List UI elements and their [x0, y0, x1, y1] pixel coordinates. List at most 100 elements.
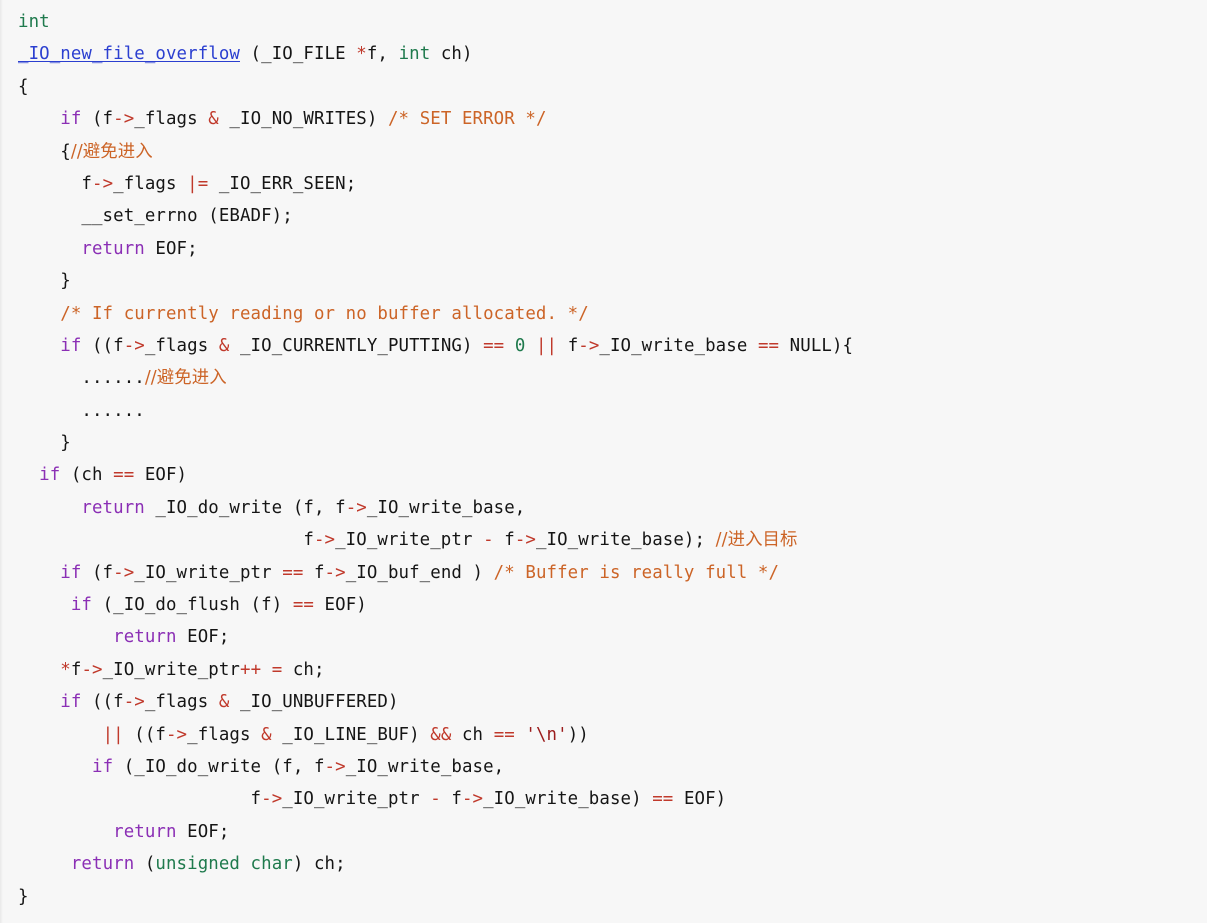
code-token: EOF; — [176, 821, 230, 842]
code-token: -> — [578, 335, 600, 356]
code-token: ( — [134, 854, 156, 875]
code-token: -> — [81, 659, 103, 680]
code-line: return EOF; — [0, 233, 1207, 265]
code-token: EOF; — [144, 238, 198, 259]
code-token: -> — [461, 789, 484, 810]
code-token: //避免进入 — [144, 368, 227, 389]
code-token: -> — [324, 562, 346, 583]
code-token: = — [271, 659, 283, 680]
code-token: int — [398, 44, 431, 65]
code-line: if (f->_flags & _IO_NO_WRITES) /* SET ER… — [0, 103, 1207, 135]
code-token — [18, 563, 60, 583]
code-token: == — [493, 724, 515, 745]
code-token: ++ — [240, 659, 262, 680]
code-token: return — [113, 821, 177, 842]
code-token: & — [261, 724, 272, 745]
code-token: return — [81, 497, 145, 518]
code-token: f — [18, 530, 314, 551]
code-token: f — [557, 335, 579, 356]
code-token: /* SET ERROR */ — [387, 109, 547, 130]
code-token: //避免进入 — [70, 141, 153, 162]
code-token: -> — [123, 335, 145, 356]
code-token — [18, 725, 103, 745]
code-token: -> — [92, 173, 114, 194]
code-token: } — [18, 271, 71, 292]
code-token: } — [18, 433, 71, 454]
code-token: { — [18, 76, 29, 97]
code-token: ((f — [123, 724, 166, 745]
code-token: f — [18, 173, 92, 194]
code-line: /* If currently reading or no buffer all… — [0, 298, 1207, 330]
code-token: (_IO_do_flush (f) — [92, 595, 293, 616]
code-token: -> — [514, 530, 536, 551]
code-token: _IO_write_base, — [345, 756, 505, 777]
code-token: -> — [165, 724, 188, 745]
code-token: ) ch; — [292, 854, 346, 875]
code-token: _IO_UNBUFFERED) — [229, 692, 399, 713]
code-token — [18, 627, 113, 647]
code-token: _IO_LINE_BUF) — [271, 724, 431, 745]
code-token: _IO_write_base); — [535, 530, 716, 551]
code-token: == — [292, 595, 314, 616]
code-token: f, — [366, 44, 399, 65]
code-line: f->_IO_write_ptr - f->_IO_write_base); /… — [0, 524, 1207, 556]
code-token: ((f — [81, 692, 124, 713]
code-line: if ((f->_flags & _IO_CURRENTLY_PUTTING) … — [0, 330, 1207, 362]
code-token — [18, 660, 60, 680]
code-line: {//避免进入 — [0, 136, 1207, 168]
code-token: == — [757, 335, 780, 356]
code-token: )) — [567, 724, 589, 745]
code-token — [18, 757, 92, 777]
code-line: || ((f->_flags & _IO_LINE_BUF) && ch == … — [0, 719, 1207, 751]
code-line: return (unsigned char) ch; — [0, 848, 1207, 880]
code-token: if — [39, 465, 61, 486]
code-token: EOF) — [673, 789, 727, 810]
code-token: ch) — [430, 44, 473, 65]
code-token: * — [60, 659, 71, 680]
code-token: 0 — [514, 335, 526, 356]
code-token: && — [430, 724, 452, 745]
code-line: int — [0, 6, 1207, 38]
code-token: _IO_write_base — [599, 335, 758, 356]
code-token: || — [102, 724, 124, 745]
code-token: _flags — [113, 173, 188, 194]
code-token: & — [218, 692, 230, 713]
code-token: if — [60, 562, 82, 583]
code-token: -> — [113, 109, 135, 130]
code-token: (f — [81, 562, 114, 583]
code-token: - — [483, 530, 494, 551]
code-token — [18, 854, 71, 874]
code-line: return _IO_do_write (f, f->_IO_write_bas… — [0, 492, 1207, 524]
code-line: _IO_new_file_overflow (_IO_FILE *f, int … — [0, 38, 1207, 70]
code-token: f — [303, 562, 325, 583]
code-token: _IO_do_write (f, f — [144, 497, 346, 518]
code-token — [18, 304, 60, 324]
code-line: f->_IO_write_ptr - f->_IO_write_base) ==… — [0, 783, 1207, 815]
code-token — [18, 336, 60, 356]
code-token: _flags — [144, 692, 219, 713]
code-token: if — [92, 756, 114, 777]
code-token: return — [113, 627, 177, 648]
code-token: _IO_write_base, — [366, 497, 526, 518]
code-token: _IO_CURRENTLY_PUTTING) — [229, 335, 484, 356]
code-line: return EOF; — [0, 816, 1207, 848]
code-token — [18, 239, 81, 259]
code-line: f->_flags |= _IO_ERR_SEEN; — [0, 168, 1207, 200]
code-token: f — [70, 659, 82, 680]
code-line: if (_IO_do_write (f, f->_IO_write_base, — [0, 751, 1207, 783]
code-line: } — [0, 427, 1207, 459]
code-token: == — [282, 562, 304, 583]
code-line: *f->_IO_write_ptr++ = ch; — [0, 654, 1207, 686]
code-token: EOF; — [176, 627, 230, 648]
code-token: -> — [113, 562, 135, 583]
code-token — [18, 595, 71, 615]
code-token: (_IO_FILE — [239, 44, 357, 65]
code-token: -> — [324, 756, 346, 777]
code-token: _IO_NO_WRITES) — [218, 109, 388, 130]
code-line: ......//避免进入 — [0, 362, 1207, 394]
code-token: _IO_write_ptr — [102, 659, 240, 680]
code-token: if — [60, 692, 82, 713]
code-token: int — [18, 12, 50, 32]
code-token — [18, 465, 39, 485]
code-token: if — [60, 109, 82, 130]
